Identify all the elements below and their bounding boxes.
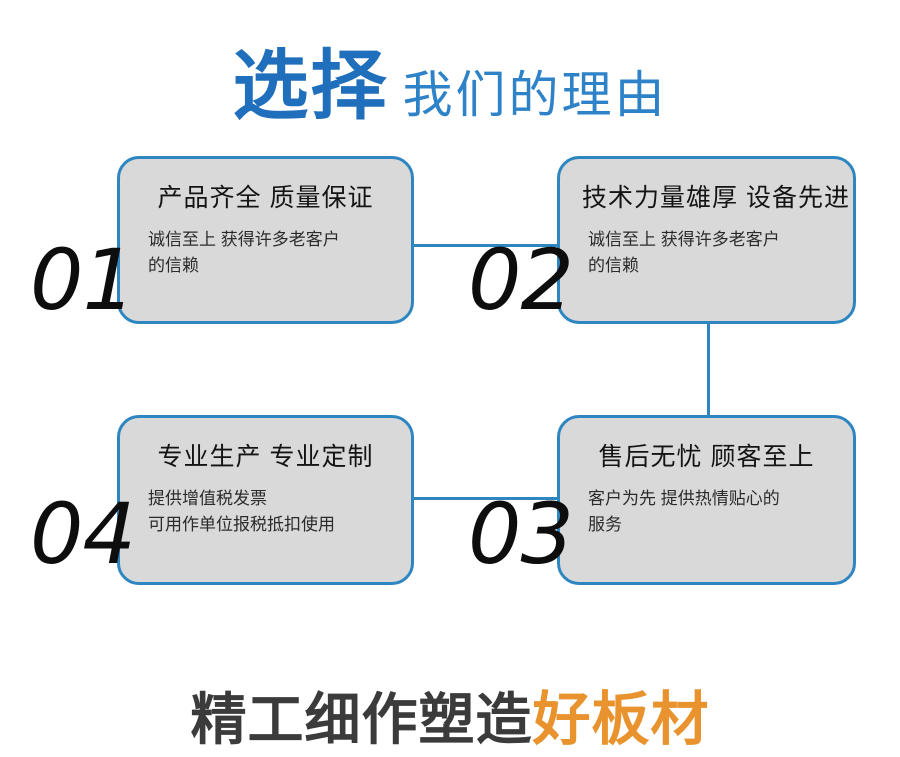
feature-number-02: 02 — [468, 231, 574, 329]
description-line: 的信赖 — [588, 255, 639, 275]
footer-slogan: 精工细作塑造好板材 — [0, 672, 900, 756]
description-line: 诚信至上 获得许多老客户 — [148, 229, 340, 249]
description-line: 诚信至上 获得许多老客户 — [588, 229, 780, 249]
description-line: 提供增值税发票 — [148, 488, 267, 508]
page-title-emphasis: 选择 — [232, 44, 389, 129]
feature-card-04-title: 专业生产 专业定制 — [157, 443, 374, 471]
description-line: 服务 — [588, 514, 622, 534]
feature-card-02-description: 诚信至上 获得许多老客户 的信赖 — [582, 227, 831, 280]
feature-card-01[interactable]: 产品齐全 质量保证 诚信至上 获得许多老客户 的信赖 — [117, 156, 414, 324]
footer-slogan-main: 精工细作塑造 — [190, 688, 533, 751]
connector-line-01-to-02 — [413, 244, 559, 247]
feature-number-04: 04 — [30, 485, 136, 583]
feature-card-03[interactable]: 售后无忧 顾客至上 客户为先 提供热情贴心的 服务 — [557, 415, 856, 585]
feature-number-03: 03 — [468, 485, 574, 583]
feature-number-01: 01 — [30, 231, 136, 329]
feature-card-02-title: 技术力量雄厚 设备先进 — [582, 184, 850, 212]
page-title: 选择我们的理由 — [0, 24, 900, 134]
feature-card-03-description: 客户为先 提供热情贴心的 服务 — [582, 486, 831, 539]
connector-line-04-to-03 — [413, 497, 559, 500]
description-line: 客户为先 提供热情贴心的 — [588, 488, 780, 508]
feature-card-04-description: 提供增值税发票 可用作单位报税抵扣使用 — [142, 486, 389, 539]
description-line: 的信赖 — [148, 255, 199, 275]
page-title-subtitle: 我们的理由 — [402, 67, 668, 123]
feature-card-02[interactable]: 技术力量雄厚 设备先进 诚信至上 获得许多老客户 的信赖 — [557, 156, 856, 324]
feature-card-04[interactable]: 专业生产 专业定制 提供增值税发票 可用作单位报税抵扣使用 — [117, 415, 414, 585]
description-line: 可用作单位报税抵扣使用 — [148, 514, 335, 534]
feature-card-03-title: 售后无忧 顾客至上 — [598, 443, 815, 471]
footer-slogan-accent: 好板材 — [532, 687, 710, 752]
connector-line-02-to-03 — [707, 322, 710, 417]
feature-card-01-title: 产品齐全 质量保证 — [157, 184, 374, 212]
feature-card-01-description: 诚信至上 获得许多老客户 的信赖 — [142, 227, 389, 280]
